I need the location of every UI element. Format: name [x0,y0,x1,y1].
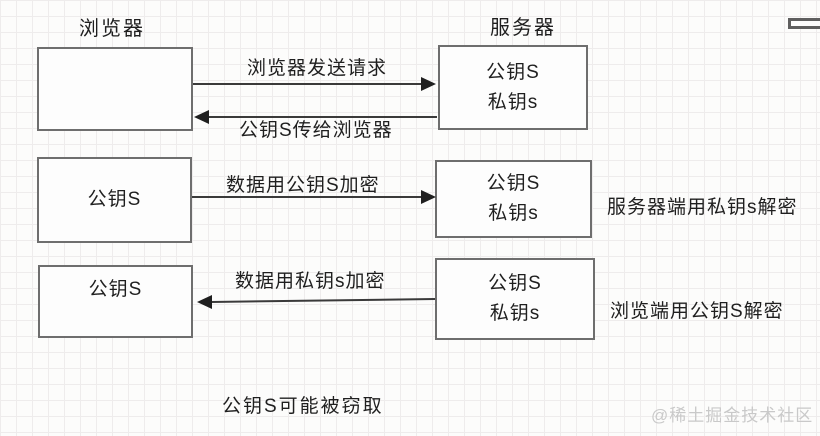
server-box-row2: 公钥S 私钥s [435,160,592,238]
browser-decrypt-note: 浏览端用公钥S解密 [610,301,784,322]
public-key-text: 公钥S [488,273,542,294]
server-box-row1: 公钥S 私钥s [438,45,588,130]
encrypt-private-arrow-label: 数据用私钥s加密 [235,271,386,292]
response-arrow-label: 公钥S传给浏览器 [239,120,393,141]
encrypt-private-arrow-line [210,298,436,303]
public-key-text: 公钥S [87,189,142,210]
private-key-text: 私钥s [488,203,539,224]
cutoff-rectangle [788,18,820,29]
security-warning-note: 公钥S可能被窃取 [222,396,384,417]
browser-key-box-row2: 公钥S [37,157,192,243]
server-decrypt-note: 服务器端用私钥s解密 [607,197,798,218]
private-key-text: 私钥s [489,303,541,324]
browser-box [37,47,193,131]
juejin-watermark: @稀土掘金技术社区 [651,406,814,425]
request-arrowhead-icon [421,77,436,91]
public-key-text: 公钥S [88,279,143,300]
request-arrow-label: 浏览器发送请求 [247,58,388,79]
encrypt-public-arrow-label: 数据用公钥S加密 [226,175,380,196]
browser-key-box-row3: 公钥S [38,265,193,338]
server-box-row3: 公钥S 私钥s [435,258,595,340]
server-heading: 服务器 [490,17,556,39]
public-key-text: 公钥S [486,61,540,83]
response-arrowhead-icon [194,110,209,124]
public-key-text: 公钥S [486,173,541,194]
encrypt-private-arrowhead-icon [197,295,212,309]
encrypt-public-arrowhead-icon [421,190,436,204]
browser-heading: 浏览器 [79,18,145,40]
private-key-text: 私钥s [487,91,539,113]
